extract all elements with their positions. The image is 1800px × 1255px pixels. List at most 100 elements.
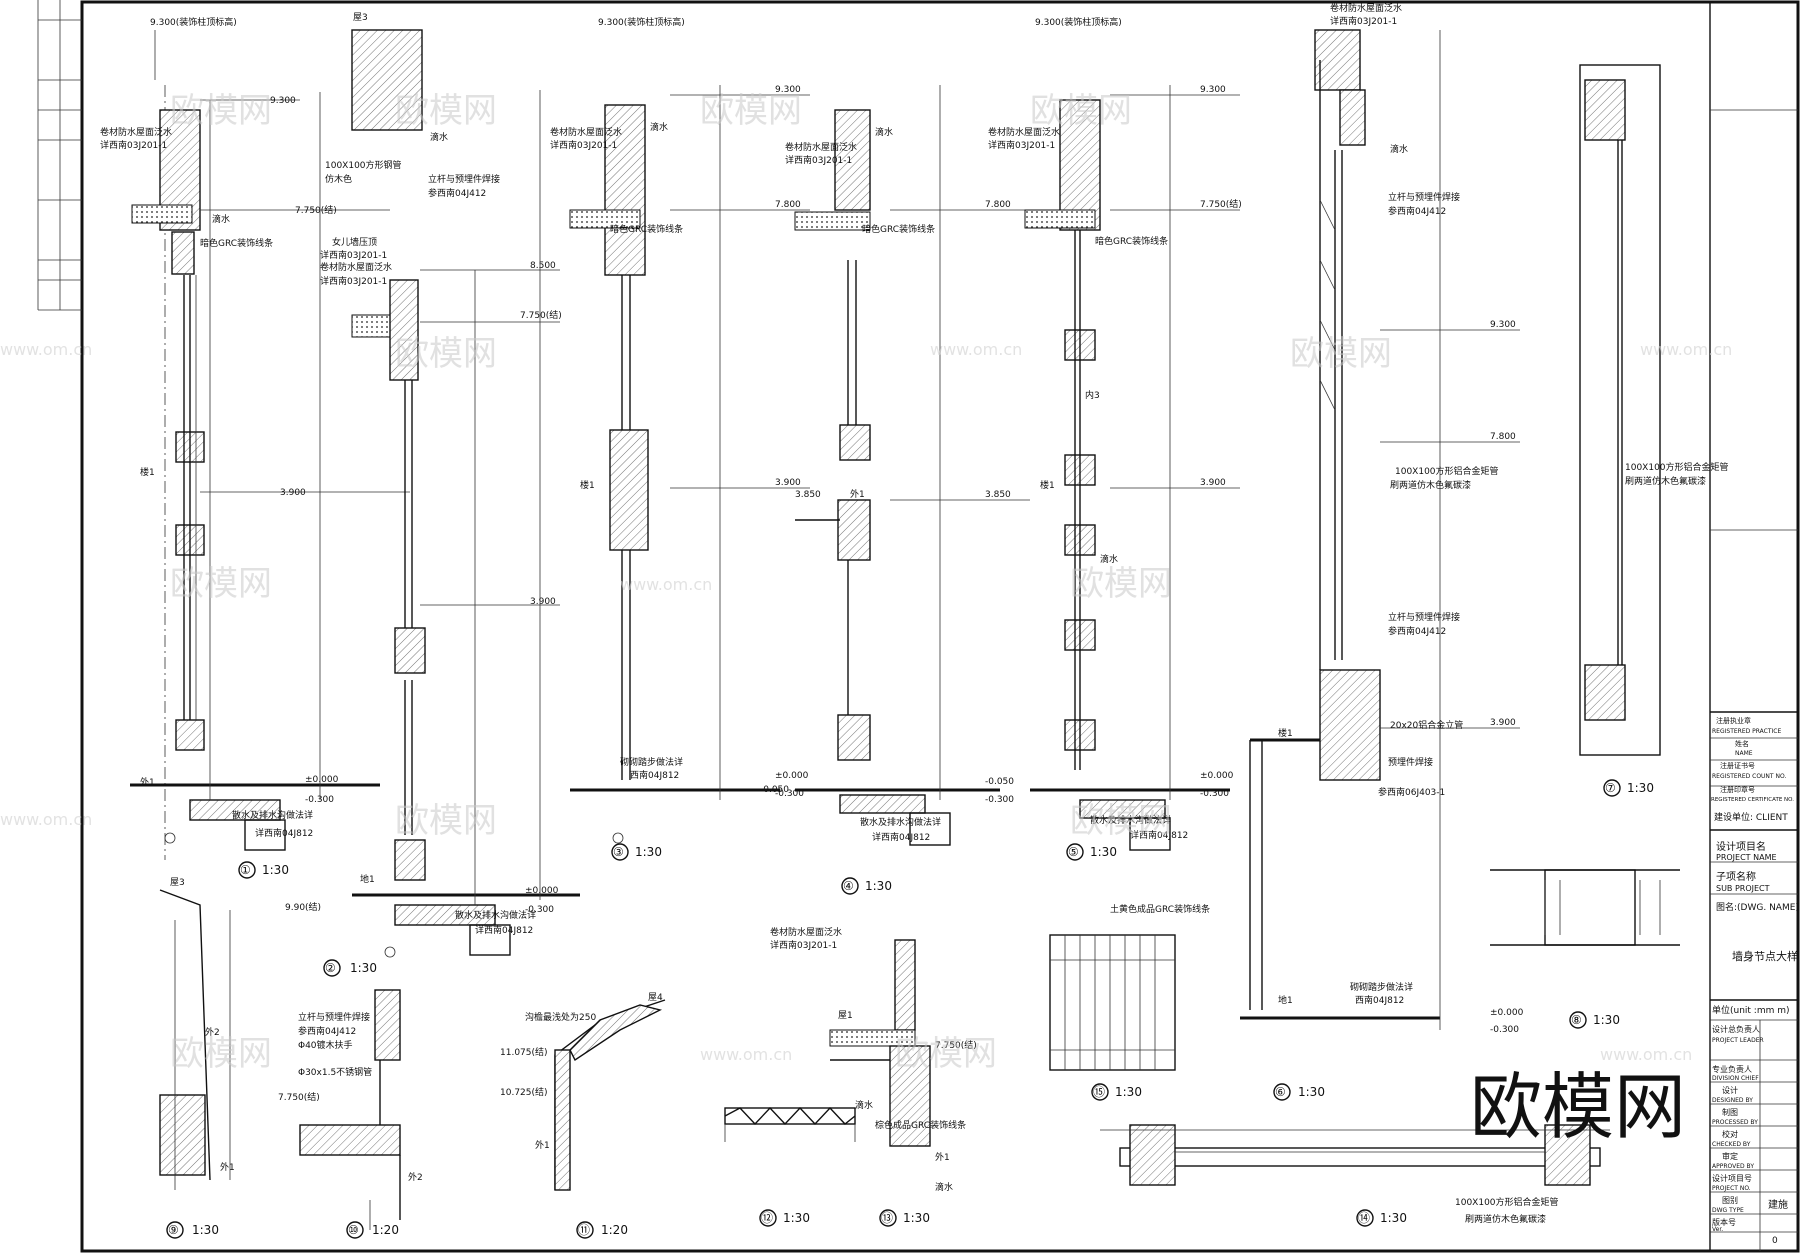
s5-level-9300: 9.300 (1200, 85, 1226, 95)
caption-2-num: ② (325, 961, 336, 975)
s2-note-waterproof: 卷材防水屋面泛水 (320, 261, 392, 273)
wall-section-2: 8.500 7.750(结) 3.900 ±0.000 -0.300 屋3 10… (320, 12, 580, 958)
s2-layer-roof3: 屋3 (353, 12, 368, 23)
s4-level-3850: 3.850 (985, 490, 1011, 500)
s4-note-drain-ref: 详西南04J812 (872, 831, 930, 843)
s6-level-3900: 3.900 (1490, 718, 1516, 728)
caption-15-num: ⑮ (1093, 1085, 1105, 1099)
d10-note-steel: Φ30x1.5不锈钢管 (298, 1066, 372, 1078)
section-caption-10: ⑩ 1:20 (346, 1221, 399, 1239)
tb-sub-en: SUB PROJECT (1716, 884, 1770, 893)
s5-note-grc: 暗色GRC装饰线条 (1095, 235, 1168, 247)
tb-type-en: DWG TYPE (1712, 1207, 1744, 1214)
watermark-url-5: www.om.cn (0, 810, 92, 829)
s1-note-drain: 散水及排水沟做法详 (232, 809, 313, 821)
s4-level-m050b: -0.050 (760, 785, 789, 795)
watermark-8: 欧模网 (1070, 564, 1172, 604)
s6-note-vert: 20x20铝合金立管 (1390, 719, 1463, 731)
caption-5-num: ⑤ (1068, 845, 1079, 859)
s4-note-waterproof: 卷材防水屋面泛水 (785, 141, 857, 153)
sheet-border (37, 0, 1800, 1253)
brand-logo-text: 欧模网 (1470, 1065, 1686, 1149)
s2-level-3900: 3.900 (530, 597, 556, 607)
caption-4-scale: 1:30 (865, 879, 892, 893)
d10-layer-ext2: 外2 (408, 1171, 423, 1183)
d9-level-7750: 7.750(结) (278, 1091, 320, 1103)
section-caption-1: ① 1:30 (238, 861, 289, 879)
caption-13-num: ⑬ (881, 1211, 893, 1225)
s2-note-weld: 立杆与预埋件焊接 (428, 173, 500, 185)
s1-note-drain-ref: 详西南04J812 (255, 827, 313, 839)
d10-note-handrail: Φ40镀木扶手 (298, 1039, 353, 1051)
s6-note-embed-ref: 参西南06J403-1 (1378, 786, 1445, 798)
tb-type-cn: 图别 (1722, 1196, 1738, 1205)
watermark-4: 欧模网 (1030, 91, 1132, 131)
d13-level-7750: 7.750(结) (935, 1039, 977, 1051)
d15-note-grc: 土黄色成品GRC装饰线条 (1110, 903, 1210, 915)
watermark-5: 欧模网 (395, 334, 497, 374)
tb-cert-en: REGISTERED CERTIFICATE NO. (1711, 797, 1794, 803)
s5-level-0: ±0.000 (1200, 771, 1234, 781)
wall-section-4: 7.800 3.850 3.850 -0.050 -0.300 -0.050 卷… (760, 85, 1030, 846)
s6-layer-floor: 楼1 (1278, 727, 1293, 739)
section-caption-11: ⑪ 1:20 (576, 1221, 628, 1239)
watermarks: 欧模网 欧模网 欧模网 欧模网 欧模网 欧模网 欧模网 欧模网 欧模网 欧模网 … (0, 91, 1732, 1074)
caption-6-num: ⑥ (1275, 1085, 1286, 1099)
tb-projno-cn: 设计项目号 (1712, 1173, 1752, 1183)
section-caption-5: ⑤ 1:30 (1066, 843, 1117, 861)
d11-level-10725: 10.725(结) (500, 1086, 548, 1098)
s6-note-steps: 砌砌踏步做法详 (1350, 981, 1413, 993)
tb-project-cn: 设计项目名 (1716, 840, 1766, 853)
tb-drawn-cn: 制图 (1722, 1107, 1738, 1117)
tb-name-cn: 姓名 (1735, 739, 1749, 748)
section-caption-8: ⑧ 1:30 (1569, 1011, 1620, 1029)
s3-note-drip: 滴水 (650, 121, 668, 133)
e7-note-paint: 刷两道仿木色氟碳漆 (1625, 475, 1706, 487)
tb-approved-cn: 审定 (1722, 1151, 1738, 1161)
s5-top-label: 9.300(装饰柱顶标高) (1035, 16, 1122, 28)
s5-note-drip: 滴水 (1100, 553, 1118, 565)
s5-layer-int: 内3 (1085, 389, 1100, 401)
section-caption-9: ⑨ 1:30 (166, 1221, 219, 1239)
s4-level-m300: -0.300 (985, 795, 1014, 805)
tb-reg-cn: 注册执业章 (1716, 716, 1751, 725)
s5-note-drain-ref: 详西南04J812 (1130, 829, 1188, 841)
caption-14-num: ⑭ (1358, 1211, 1370, 1225)
d13-note-drip: 滴水 (855, 1099, 873, 1111)
s4-level-m050: -0.050 (985, 777, 1014, 787)
d13-note-waterproof: 卷材防水屋面泛水 (770, 926, 842, 938)
s3-level-7800: 7.800 (775, 200, 801, 210)
tb-designed-cn: 设计 (1722, 1085, 1738, 1095)
d9-layer-ext2: 外2 (205, 1026, 220, 1038)
watermark-2: 欧模网 (395, 91, 497, 131)
tb-checked-cn: 校对 (1722, 1129, 1738, 1139)
caption-4-num: ④ (843, 879, 854, 893)
s3-level-3900: 3.900 (775, 478, 801, 488)
s4-note-grc: 暗色GRC装饰线条 (862, 223, 935, 235)
s3-note-steps: 砌砌踏步做法详 (620, 756, 683, 768)
title-block: 注册执业章 REGISTERED PRACTICE 姓名 NAME 注册证书号 … (1709, 2, 1799, 1251)
section-caption-15: ⑮ 1:30 (1091, 1083, 1142, 1101)
s1-note-grc: 暗色GRC装饰线条 (200, 237, 273, 249)
section-caption-6: ⑥ 1:30 (1273, 1083, 1325, 1101)
caption-8-scale: 1:30 (1593, 1013, 1620, 1027)
section-caption-7: ⑦ 1:30 (1603, 779, 1654, 797)
detail-15: 土黄色成品GRC装饰线条 (1049, 903, 1210, 1071)
d10-note-weld: 立杆与预埋件焊接 (298, 1011, 370, 1023)
s1-level-7750: 7.750(结) (295, 204, 337, 216)
watermark-url-4: www.om.cn (620, 575, 712, 594)
tb-sub-cn: 子项名称 (1716, 870, 1756, 883)
s5-note-waterproof: 卷材防水屋面泛水 (988, 126, 1060, 138)
detail-12 (724, 1106, 856, 1142)
s4-level-7800: 7.800 (985, 200, 1011, 210)
s6-note-drip: 滴水 (1390, 143, 1408, 155)
tb-ver-en: Ver. (1712, 1226, 1723, 1233)
s6-note-weld2: 立杆与预埋件焊接 (1388, 611, 1460, 623)
caption-10-num: ⑩ (348, 1223, 359, 1237)
caption-10-scale: 1:20 (372, 1223, 399, 1237)
wall-section-5: 9.300 7.750(结) 3.900 ±0.000 -0.300 9.300… (988, 16, 1242, 851)
tb-dwg-name: 图名:(DWG. NAME) (1716, 901, 1799, 913)
tb-approved-en: APPROVED BY (1712, 1163, 1754, 1170)
s3-level-m300: -0.300 (775, 789, 804, 799)
